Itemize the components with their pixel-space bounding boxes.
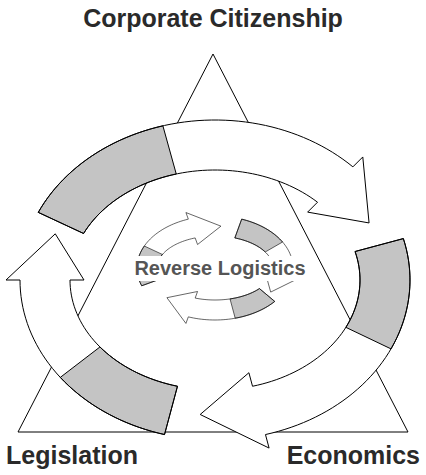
- label-holder: Reverse Logistics: [130, 256, 309, 281]
- corner-label: Legislation: [4, 441, 140, 470]
- label-holder: Legislation: [4, 441, 140, 470]
- corner-label: Corporate Citizenship: [81, 4, 345, 33]
- label-holder: Corporate Citizenship: [81, 4, 345, 33]
- corner-label: Economics: [285, 441, 422, 470]
- big-recycle-arrows: [6, 120, 410, 448]
- curved-arrow: [38, 120, 369, 233]
- center-label: Reverse Logistics: [130, 256, 309, 281]
- curved-arrow: [167, 289, 275, 324]
- label-holder: Economics: [285, 441, 422, 470]
- arrow-fill: [167, 289, 275, 324]
- arrow-outline: [167, 289, 275, 324]
- arrow-shade: [346, 239, 410, 349]
- arrow-outline: [38, 120, 369, 233]
- arrow-fill: [38, 120, 369, 233]
- arrow-shade: [60, 347, 177, 435]
